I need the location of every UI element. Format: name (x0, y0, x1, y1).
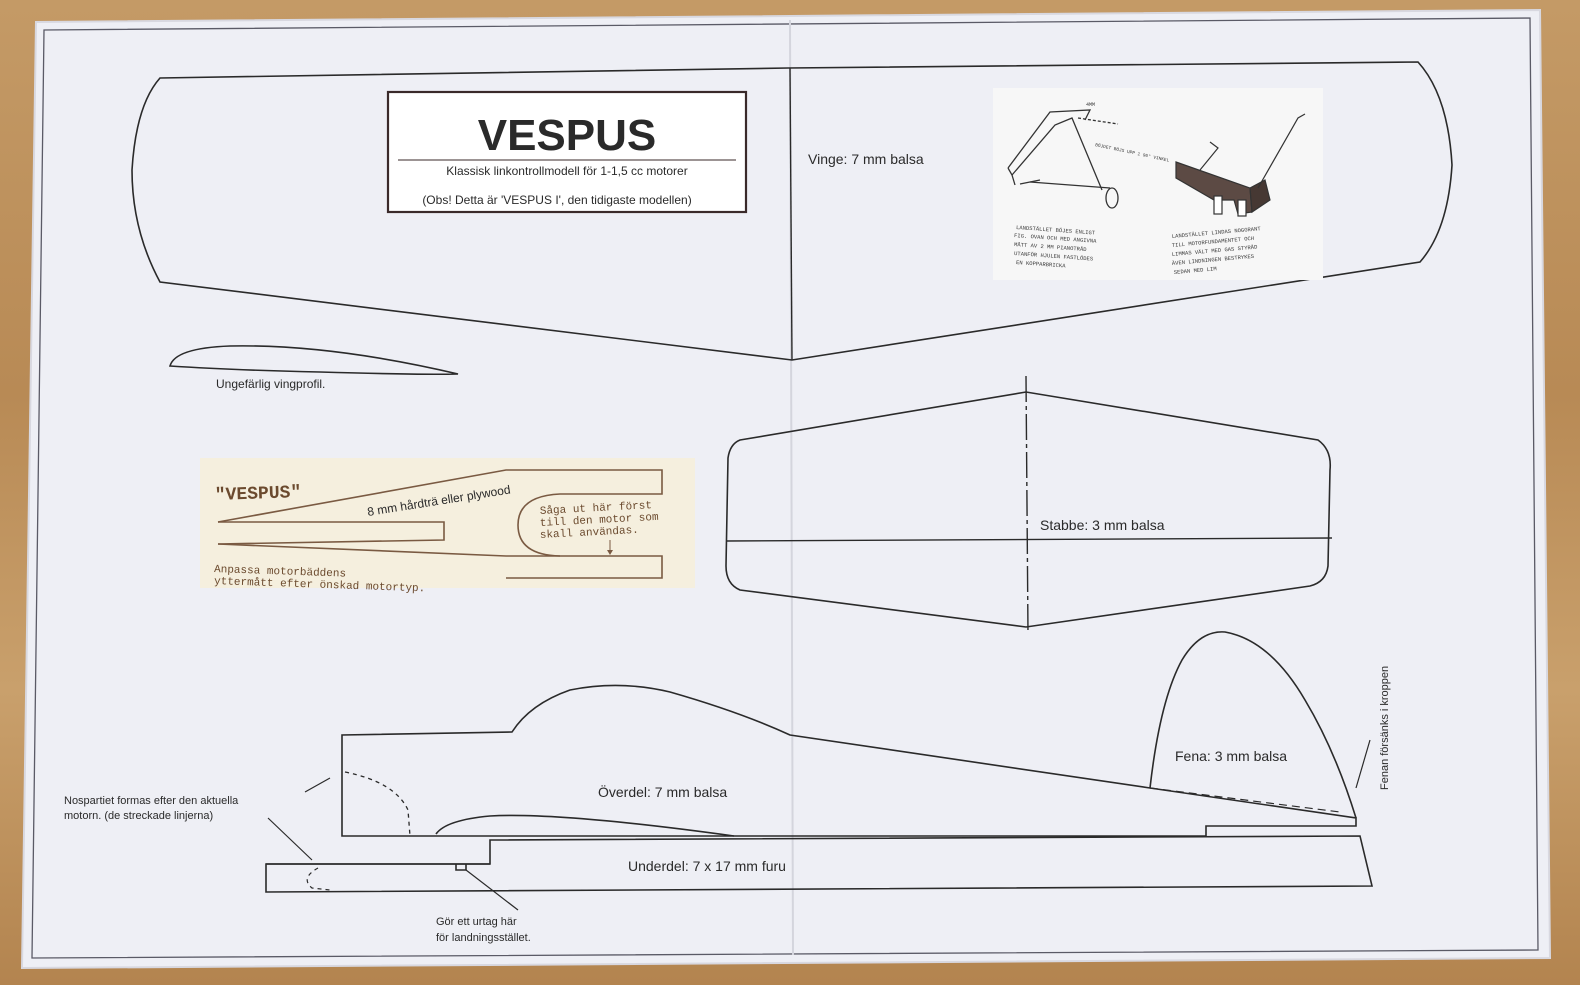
landing-gear-note-left: LANDSTÄLLET BÖJES ENLIGT FIG. OVAN OCH M… (1014, 224, 1097, 269)
svg-text:SEDAN MED LIM: SEDAN MED LIM (1174, 265, 1217, 276)
motor-mount-drawing: "VESPUS" 8 mm hårdträ eller plywood Såga… (200, 458, 695, 595)
motor-mount-gear-drawing (1175, 113, 1306, 217)
stabilizer-label: Stabbe: 3 mm balsa (1040, 517, 1165, 533)
wing-profile-label: Ungefärlig vingprofil. (216, 377, 325, 391)
gear-note-1: Gör ett urtag här (436, 916, 517, 928)
fuselage-outline (265, 631, 1374, 911)
title-text: VESPUS (478, 111, 657, 160)
fuselage-bottom-label: Underdel: 7 x 17 mm furu (628, 858, 786, 874)
fit-note-1: Anpassa motorbäddens (214, 564, 346, 581)
subtitle-text: Klassisk linkontrollmodell för 1-1,5 cc … (446, 164, 687, 178)
sheet-border (31, 17, 1539, 959)
nose-note-1: Nospartiet formas efter den aktuella (64, 795, 239, 807)
cut-note-1: Såga ut här först (540, 499, 653, 518)
wing-label: Vinge: 7 mm balsa (808, 151, 924, 167)
dim-top-text: 4MM (1086, 102, 1095, 108)
fin-note: Fenan försänks i kroppen (1379, 666, 1391, 790)
wing-outline (131, 61, 1453, 361)
svg-text:EN KOPPARBRICKA: EN KOPPARBRICKA (1016, 259, 1067, 269)
gear-note-2: för landningsstället. (436, 932, 531, 944)
nose-note-2: motorn. (de streckade linjerna) (64, 810, 213, 822)
landing-gear-sketch: 4MM BÖJDET BÖJS UPP 1 90° VINKEL LANDSTÄ… (993, 88, 1323, 280)
wing-profile: Ungefärlig vingprofil. (168, 345, 459, 391)
stabilizer-outline: Stabbe: 3 mm balsa (725, 375, 1333, 635)
note-text: (Obs! Detta är 'VESPUS I', den tidigaste… (422, 193, 691, 207)
fuselage-top-label: Överdel: 7 mm balsa (598, 783, 727, 800)
fin-label: Fena: 3 mm balsa (1175, 748, 1287, 764)
cut-note-3: skall användas. (540, 525, 640, 542)
motor-mount-name: "VESPUS" (215, 483, 302, 506)
title-box: VESPUS Klassisk linkontrollmodell för 1-… (386, 90, 748, 214)
landing-gear-wire-drawing (1007, 109, 1119, 209)
